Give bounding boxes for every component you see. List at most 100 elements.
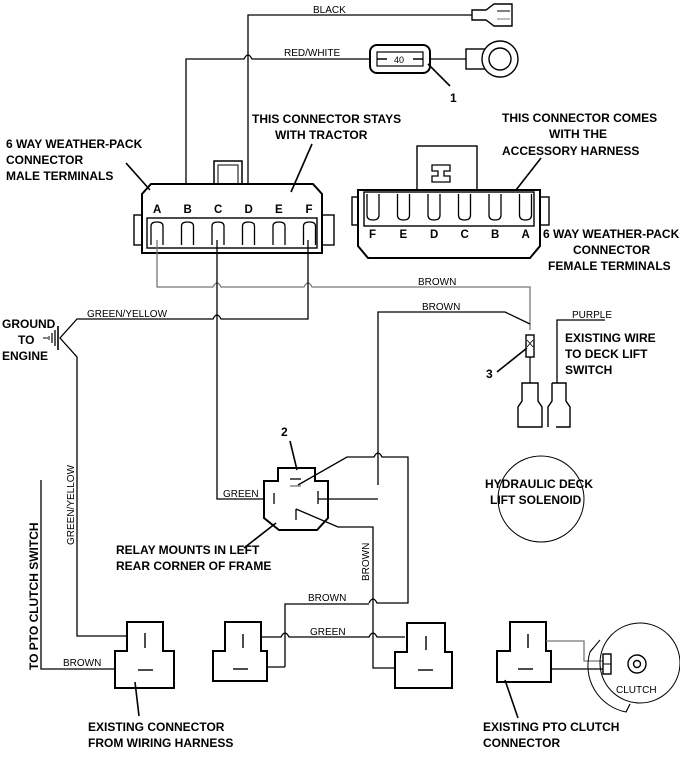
brown-wire-top [156, 240, 531, 330]
female-pin-a: A [518, 194, 533, 241]
svg-text:FEMALE TERMINALS: FEMALE TERMINALS [548, 259, 671, 273]
svg-text:6 WAY WEATHER-PACK: 6 WAY WEATHER-PACK [543, 227, 680, 241]
male-pin-b: B [180, 204, 195, 245]
female-connector-label: 6 WAY WEATHER-PACK CONNECTOR FEMALE TERM… [543, 227, 680, 273]
male-pin-label: B [184, 204, 192, 216]
female-spade-terminal-right [547, 382, 571, 428]
callout-1: 1 [450, 91, 457, 105]
relay-note-leader [243, 522, 277, 549]
callout-3-leader [496, 347, 528, 373]
green-wire-lower [261, 632, 405, 668]
svg-text:TO DECK LIFT: TO DECK LIFT [565, 347, 648, 361]
callout-1-leader [427, 63, 451, 87]
female-pin-b: B [488, 194, 502, 241]
female-pin-c: C [457, 194, 472, 241]
male-pin-f: F [302, 204, 317, 245]
wire-label-green-lower: GREEN [310, 627, 346, 638]
inline-diode-icon [525, 334, 535, 383]
svg-text:FROM WIRING HARNESS: FROM WIRING HARNESS [88, 736, 233, 750]
svg-text:TO: TO [18, 333, 34, 347]
wire-label-brown-top: BROWN [418, 277, 456, 288]
svg-text:REAR CORNER OF FRAME: REAR CORNER OF FRAME [116, 559, 271, 573]
female-pin-f: F [366, 194, 380, 241]
callout-2: 2 [281, 425, 288, 439]
brown-wire-left [40, 480, 115, 670]
svg-text:CONNECTOR: CONNECTOR [483, 736, 560, 750]
ground-label: GROUND TO ENGINE [2, 317, 56, 363]
male-pin-e: E [272, 204, 286, 245]
clutch-icon: CLUTCH [587, 622, 680, 713]
male-pin-label: F [306, 204, 313, 216]
svg-text:SWITCH: SWITCH [565, 363, 612, 377]
female-pin-label: C [461, 229, 469, 241]
green-yellow-wire [59, 240, 309, 637]
clutch-wire-a [546, 640, 606, 662]
existing-harness-connector [114, 621, 175, 689]
svg-text:WITH TRACTOR: WITH TRACTOR [275, 128, 368, 142]
wire-label-brown-left: BROWN [63, 658, 101, 669]
svg-text:EXISTING PTO CLUTCH: EXISTING PTO CLUTCH [483, 720, 619, 734]
female-pin-label: D [430, 229, 438, 241]
black-wire [247, 14, 472, 240]
pto-connector-leader [504, 679, 519, 719]
ground-symbol-icon [43, 326, 59, 350]
female-pin-label: B [491, 229, 499, 241]
relay-loop-wire [297, 452, 409, 604]
female-pin-e: E [396, 194, 411, 241]
male-pin-label: E [275, 204, 283, 216]
wire-label-green-relay: GREEN [223, 489, 259, 500]
tractor-note-leader [290, 143, 313, 193]
male-connector: A B C D E F [133, 160, 335, 254]
brown-wire-vertical [295, 508, 395, 669]
wire-label-green-yellow-h: GREEN/YELLOW [87, 309, 168, 320]
fuse-rating: 40 [394, 55, 404, 65]
ring-terminal-icon [465, 40, 519, 78]
callout-3: 3 [486, 367, 493, 381]
female-spade-terminal-left [517, 382, 543, 428]
male-pin-label: A [153, 204, 161, 216]
brown-wire-mid [377, 311, 531, 485]
svg-text:GROUND: GROUND [2, 317, 56, 331]
wire-label-brown-mid: BROWN [422, 302, 460, 313]
svg-text:LIFT SOLENOID: LIFT SOLENOID [490, 493, 582, 507]
svg-text:EXISTING CONNECTOR: EXISTING CONNECTOR [88, 720, 225, 734]
deck-lift-switch-label: EXISTING WIRE TO DECK LIFT SWITCH [565, 331, 656, 377]
male-pin-a: A [150, 204, 164, 245]
svg-text:CONNECTOR: CONNECTOR [6, 153, 83, 167]
purple-wire [556, 319, 605, 383]
female-pin-d: D [427, 194, 441, 241]
svg-text:ACCESSORY HARNESS: ACCESSORY HARNESS [502, 144, 639, 158]
svg-text:THIS CONNECTOR COMES: THIS CONNECTOR COMES [502, 111, 657, 125]
svg-text:EXISTING WIRE: EXISTING WIRE [565, 331, 656, 345]
relay-icon [263, 467, 329, 531]
wire-label-brown-vertical: BROWN [361, 543, 372, 581]
svg-text:ENGINE: ENGINE [2, 349, 48, 363]
existing-harness-connector-label: EXISTING CONNECTOR FROM WIRING HARNESS [88, 720, 233, 750]
spade-terminal-icon [471, 3, 513, 27]
solenoid-label: HYDRAULIC DECK LIFT SOLENOID [485, 477, 593, 507]
male-pin-c: C [211, 204, 225, 245]
relay-plug-connector-left [212, 621, 268, 682]
clutch-label: CLUTCH [616, 685, 657, 696]
svg-text:MALE TERMINALS: MALE TERMINALS [6, 169, 113, 183]
wire-label-brown-lower: BROWN [308, 593, 346, 604]
female-pin-label: F [369, 229, 376, 241]
svg-text:HYDRAULIC DECK: HYDRAULIC DECK [485, 477, 593, 491]
male-connector-label: 6 WAY WEATHER-PACK CONNECTOR MALE TERMIN… [6, 137, 143, 183]
female-pin-label: E [400, 229, 408, 241]
harness-connector-leader [134, 681, 140, 717]
relay-mount-note: RELAY MOUNTS IN LEFT REAR CORNER OF FRAM… [116, 543, 271, 573]
callout-2-leader [289, 440, 298, 471]
svg-text:CONNECTOR: CONNECTOR [573, 243, 650, 257]
male-pin-label: D [245, 204, 253, 216]
svg-text:RELAY MOUNTS IN LEFT: RELAY MOUNTS IN LEFT [116, 543, 260, 557]
relay-plug-connector-right [394, 622, 453, 689]
svg-text:WITH THE: WITH THE [549, 127, 607, 141]
fuse-icon: 40 [369, 44, 431, 74]
wire-label-purple: PURPLE [572, 310, 612, 321]
wire-label-black: BLACK [313, 5, 346, 16]
pto-switch-label: TO PTO CLUTCH SWITCH [27, 522, 41, 670]
green-wire-relay [216, 240, 264, 500]
